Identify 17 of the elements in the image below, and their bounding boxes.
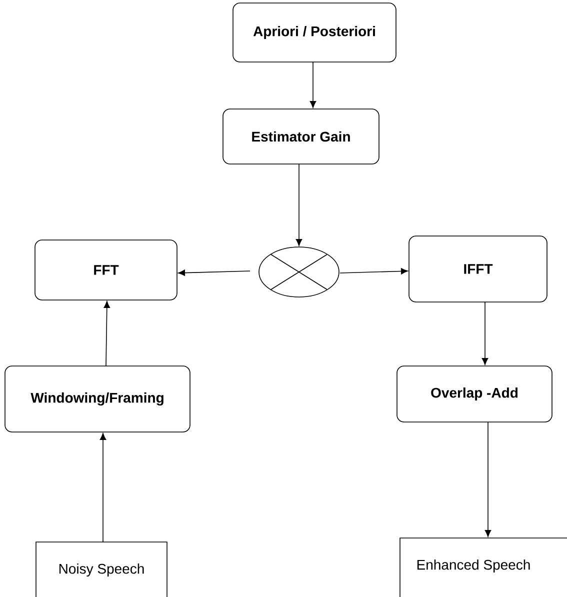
process-box: FFT [34, 240, 178, 300]
arrow [100, 433, 106, 542]
arrow [340, 268, 408, 274]
process-box: Apriori / Posteriori [232, 2, 396, 62]
arrow [482, 302, 488, 365]
arrow [104, 301, 110, 366]
input-output-box: Noisy Speech [36, 542, 168, 597]
arrow [484, 422, 492, 537]
multiplier-symbol [258, 246, 340, 298]
input-output-box: Enhanced Speech [400, 538, 567, 597]
arrow [296, 164, 302, 246]
process-box: Overlap -Add [396, 366, 552, 422]
arrow [178, 270, 250, 276]
arrow [310, 62, 316, 108]
process-box: Estimator Gain [222, 108, 380, 164]
process-box: Windowing/Framing [4, 366, 190, 432]
process-box: IFFT [408, 236, 548, 302]
